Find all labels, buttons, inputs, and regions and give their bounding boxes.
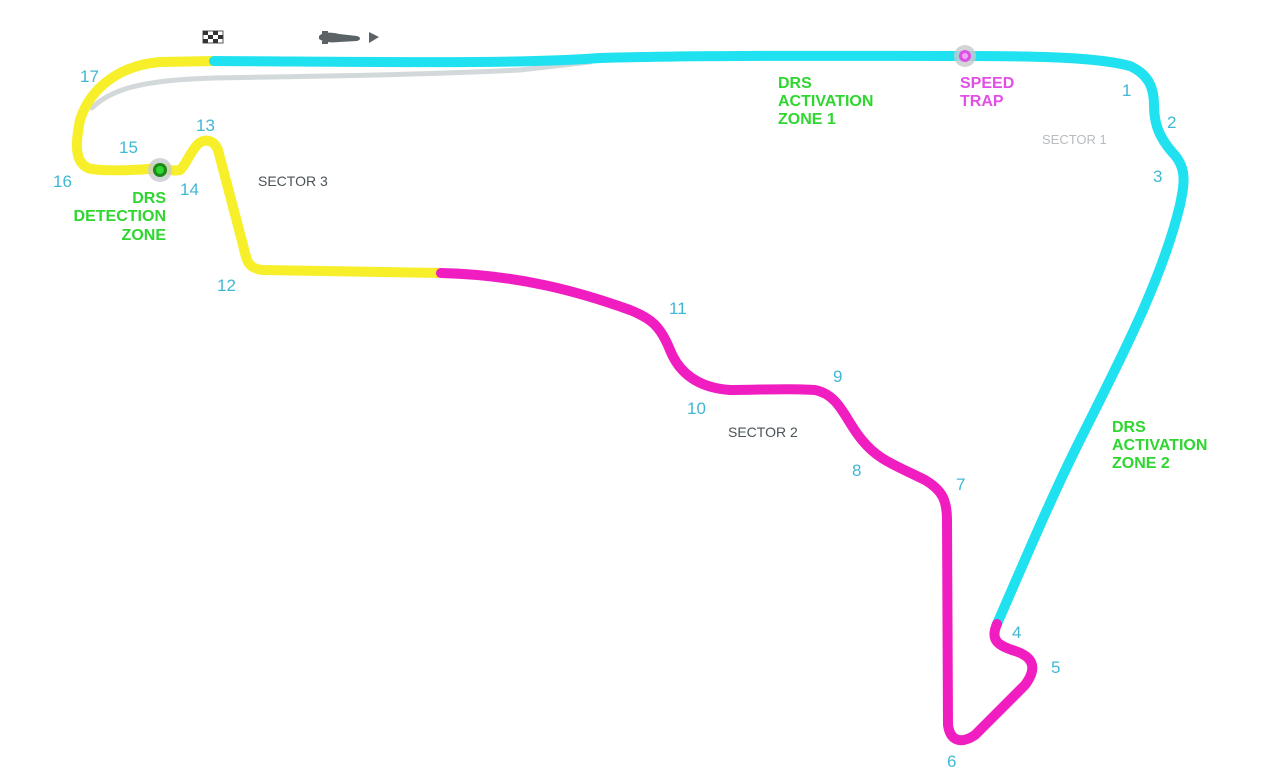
turn-label-3: 3 <box>1153 167 1162 186</box>
drs-detection-line-2: DETECTION <box>74 208 166 225</box>
turn-label-2: 2 <box>1167 113 1176 132</box>
turn-label-11: 11 <box>669 299 687 318</box>
speed-trap-line-1: SPEED <box>960 75 1014 92</box>
turn-label-6: 6 <box>947 752 956 771</box>
turn-label-10: 10 <box>687 399 706 418</box>
drs-zone-2-line-3: ZONE 2 <box>1112 455 1170 472</box>
turn-label-15: 15 <box>119 138 138 157</box>
speed-trap-label: SPEED TRAP <box>960 75 1014 110</box>
turn-label-14: 14 <box>180 180 199 199</box>
sector-3-label: SECTOR 3 <box>258 173 328 189</box>
sector-2-label: SECTOR 2 <box>728 424 798 440</box>
turn-label-4: 4 <box>1012 623 1021 642</box>
drs-zone-2-line-2: ACTIVATION <box>1112 437 1207 454</box>
sector-1-label: SECTOR 1 <box>1042 132 1107 147</box>
turn-label-17: 17 <box>80 67 99 86</box>
drs-activation-zone-1-label: DRS ACTIVATION ZONE 1 <box>778 75 873 128</box>
drs-detection-line-3: ZONE <box>122 227 167 244</box>
turn-label-13: 13 <box>196 116 215 135</box>
drs-zone-1-line-1: DRS <box>778 75 812 92</box>
drs-activation-zone-2-label: DRS ACTIVATION ZONE 2 <box>1112 419 1207 472</box>
drs-zone-2-line-1: DRS <box>1112 419 1146 436</box>
turn-label-16: 16 <box>53 172 72 191</box>
turn-label-1: 1 <box>1122 81 1131 100</box>
speed-trap-line-2: TRAP <box>960 93 1004 110</box>
drs-zone-1-line-2: ACTIVATION <box>778 93 873 110</box>
drs-detection-line-1: DRS <box>132 190 166 207</box>
drs-detection-zone-label: DRS DETECTION ZONE <box>74 190 167 244</box>
speed-trap-marker-icon <box>954 45 976 67</box>
turn-label-7: 7 <box>956 475 965 494</box>
turn-label-9: 9 <box>833 367 842 386</box>
race-car-direction-icon <box>319 31 379 44</box>
turn-label-12: 12 <box>217 276 236 295</box>
checkered-flag-icon <box>202 30 224 44</box>
pit-lane <box>89 59 593 111</box>
sector-2-track <box>436 268 1038 746</box>
drs-detection-marker-icon <box>148 158 172 182</box>
turn-label-5: 5 <box>1051 658 1060 677</box>
sector-1-track <box>209 50 1189 629</box>
drs-zone-1-line-3: ZONE 1 <box>778 111 836 128</box>
turn-label-8: 8 <box>852 461 861 480</box>
